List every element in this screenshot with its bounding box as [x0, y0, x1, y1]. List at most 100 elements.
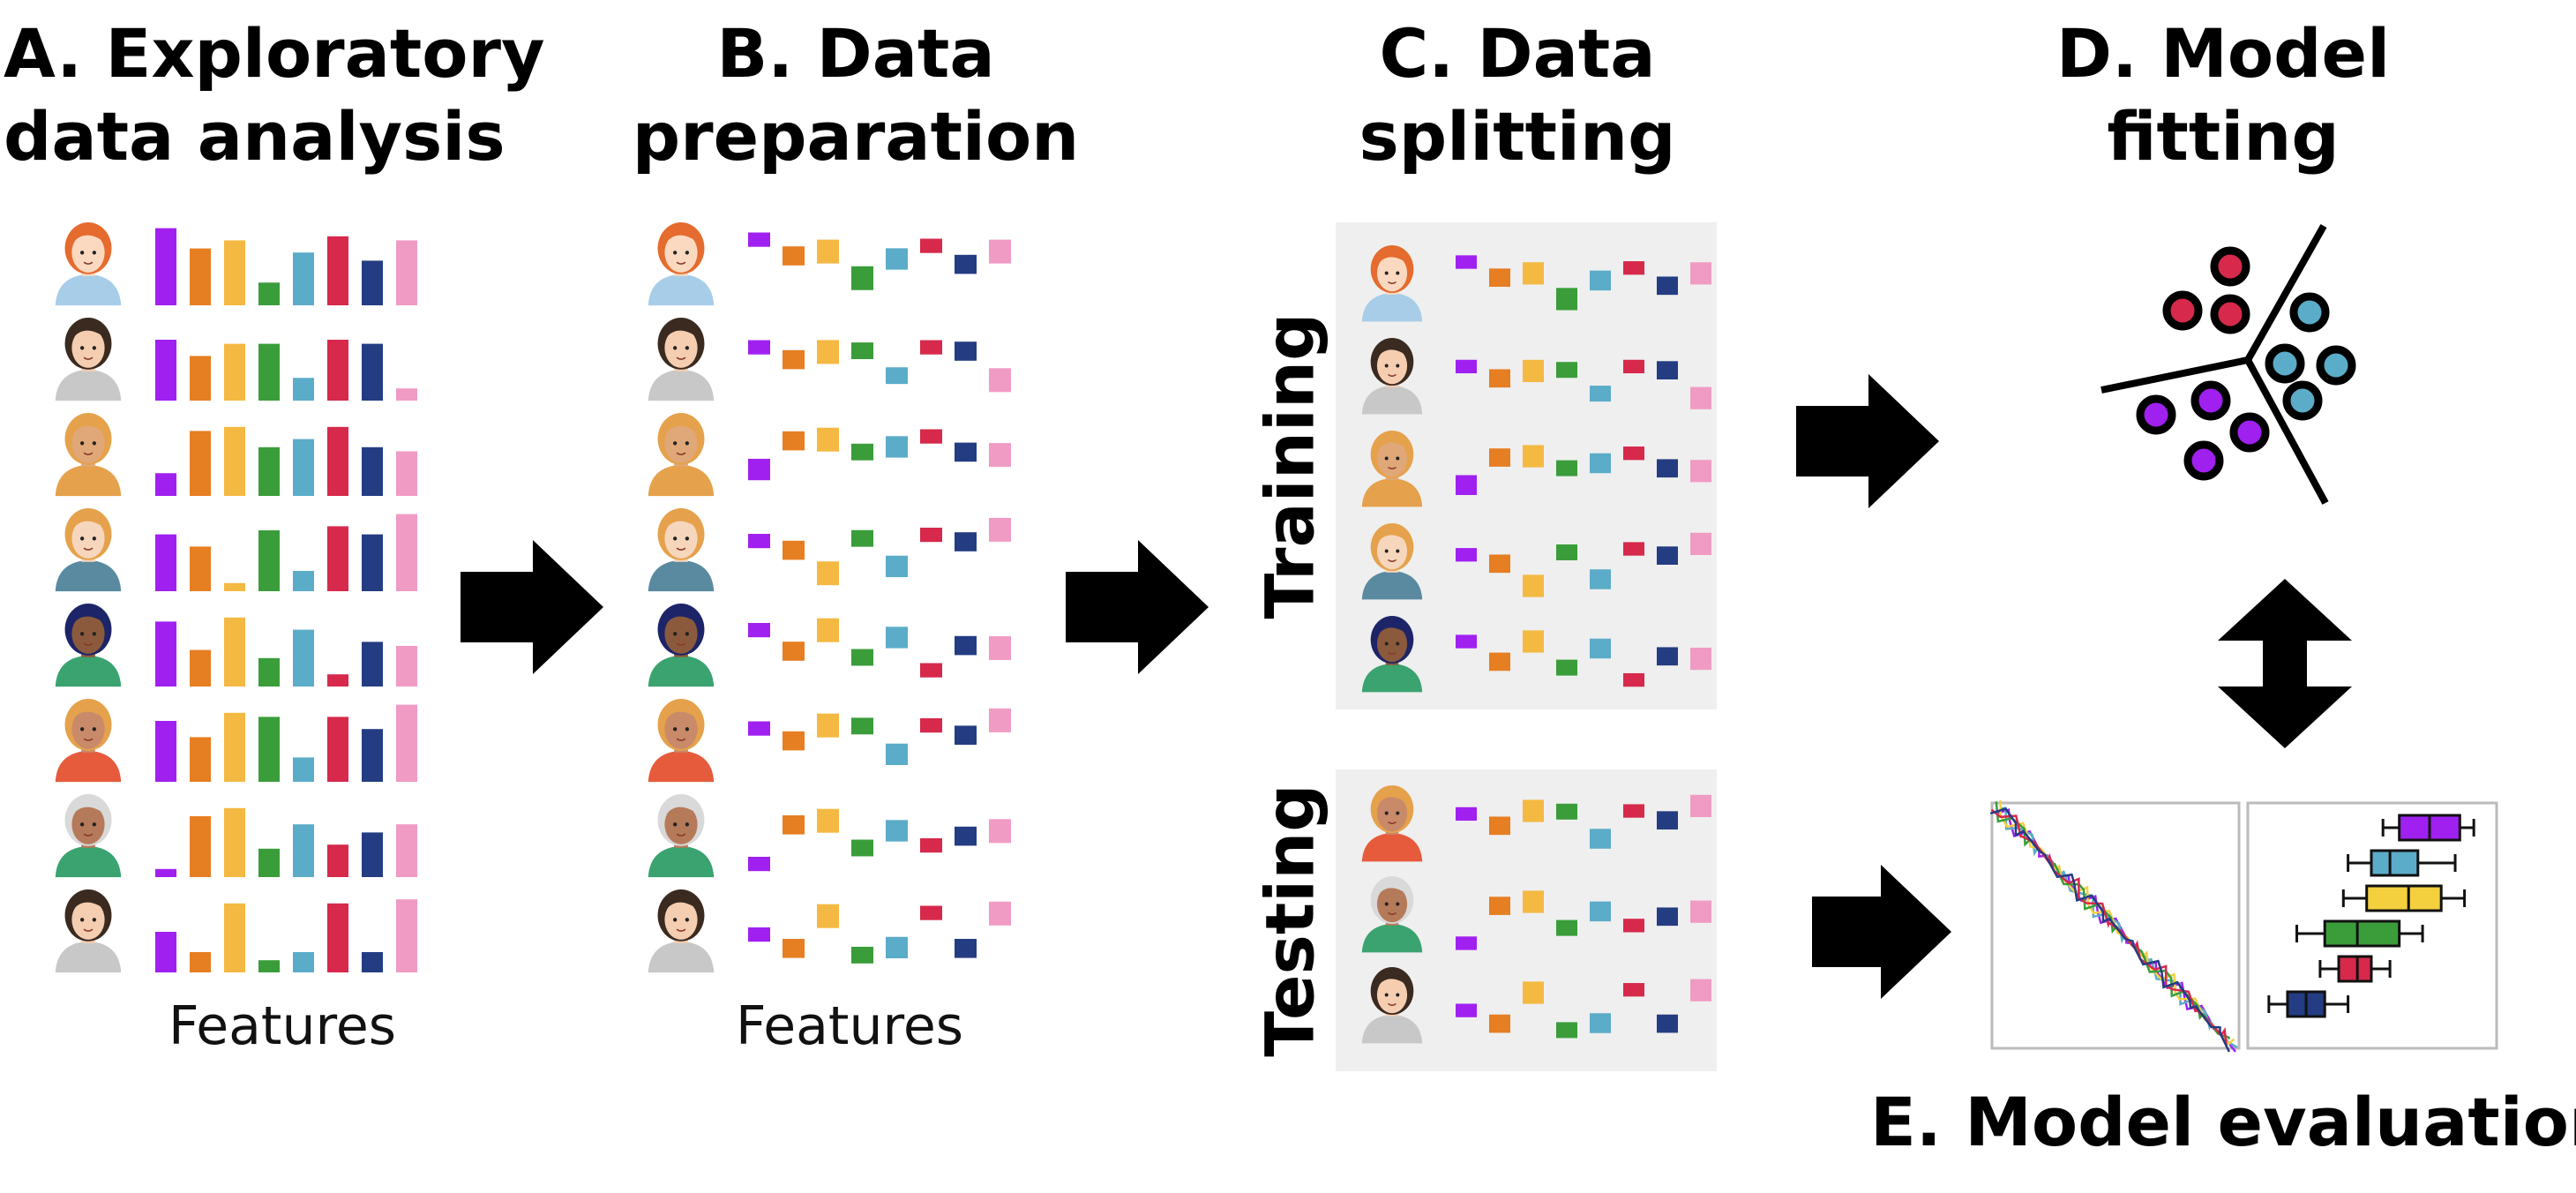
face-shape [1376, 885, 1408, 923]
eye-dot [1396, 902, 1400, 906]
eye-dot [79, 727, 85, 732]
face-shape [1376, 625, 1408, 663]
data-point-circle [2210, 294, 2250, 334]
standardized-feature-square [1623, 261, 1644, 275]
standardized-feature-square [1523, 799, 1544, 822]
person-avatar-dark-curly-man [55, 318, 122, 401]
fringe-shape [663, 511, 700, 533]
standardized-feature-square [1456, 255, 1477, 269]
fringe-shape [1375, 433, 1409, 454]
mouth-line [1388, 912, 1397, 915]
standardized-feature-square [783, 642, 805, 661]
fringe-shape [1375, 526, 1409, 546]
standardized-feature-square [1657, 276, 1678, 296]
standardized-feature-square [1657, 907, 1678, 927]
feature-bar [190, 816, 211, 877]
feature-bar [293, 252, 314, 305]
fringe-shape [663, 416, 700, 438]
face-shape [71, 518, 105, 559]
fringe-shape [663, 320, 700, 342]
mouth-line [83, 928, 94, 932]
mouth-line [83, 452, 94, 455]
standardized-feature-square [886, 436, 908, 458]
standardized-feature-square [989, 819, 1011, 844]
standardized-feature-square [1690, 794, 1711, 817]
face-shape [1376, 347, 1408, 385]
feature-bar [190, 649, 211, 687]
mouth-line [1388, 559, 1397, 562]
standardized-feature-square [1556, 919, 1577, 936]
shirt-shape [55, 559, 122, 592]
standardized-feature-square [1590, 901, 1611, 922]
standardized-feature-square [955, 826, 977, 846]
standardized-feature-square [1556, 1022, 1577, 1039]
fringe-shape [1375, 970, 1409, 990]
eye-dot [672, 346, 678, 350]
standardized-feature-square [783, 349, 805, 370]
feature-bar [258, 960, 280, 972]
standardized-feature-square [1590, 569, 1611, 589]
standardized-feature-square [886, 367, 908, 385]
eye-dot [79, 441, 85, 446]
data-point-circle [2210, 246, 2250, 287]
shirt-shape [648, 274, 715, 306]
standardized-feature-square [1590, 386, 1611, 402]
standardized-feature-square [851, 342, 873, 359]
eye-dot [685, 727, 690, 732]
standardized-feature-square [1456, 475, 1477, 495]
mouth-line [83, 738, 94, 741]
standardized-feature-square [1690, 460, 1711, 483]
standardized-feature-square [1690, 979, 1711, 1002]
arrow-eda-to-preparation [461, 540, 603, 674]
standardized-feature-square [748, 721, 770, 736]
standardized-feature-square [920, 905, 942, 920]
feature-bar [327, 717, 348, 782]
eye-dot [1384, 993, 1389, 997]
mouth-line [676, 928, 686, 932]
feature-bar [327, 844, 348, 877]
eda-rows [55, 222, 417, 973]
title-line: fitting [2107, 97, 2340, 176]
eye-dot [672, 918, 678, 922]
standardized-feature-square [748, 857, 770, 872]
standardized-feature-square [1489, 268, 1510, 287]
shirt-shape [648, 464, 715, 497]
standardized-feature-square [989, 517, 1011, 542]
title-line: D. Model [2056, 14, 2391, 93]
standardized-feature-square [1690, 386, 1711, 409]
title-line: A. Exploratory [4, 14, 545, 93]
eye-dot [685, 918, 690, 922]
mouth-line [1388, 1002, 1397, 1006]
standardized-feature-square [783, 815, 805, 835]
standardized-feature-square [1590, 638, 1611, 659]
data-point-circle [2316, 345, 2356, 386]
standardized-feature-square [817, 618, 839, 642]
data-point-circle [2282, 380, 2323, 421]
fringe-shape [663, 892, 700, 914]
standardized-feature-square [886, 248, 908, 270]
eye-dot [1384, 456, 1389, 461]
preparation-rows [648, 222, 1011, 973]
feature-bar [155, 340, 176, 401]
testing-rows [1361, 785, 1711, 1044]
eye-dot [1396, 271, 1400, 275]
shirt-shape [1361, 924, 1423, 953]
shirt-shape [648, 845, 715, 878]
standardized-feature-square [748, 534, 770, 549]
standardized-feature-square [1657, 361, 1678, 379]
features-caption-preparation: Features [736, 995, 963, 1057]
person-avatar-curly-woman [55, 699, 122, 783]
feature-bar [327, 236, 348, 305]
person-avatar-bearded-man [648, 794, 715, 878]
feature-bar [190, 737, 211, 782]
standardized-feature-square [1523, 359, 1544, 382]
boxplot-box [2365, 884, 2443, 912]
person-avatar-hijab-woman [55, 508, 122, 592]
face-shape [71, 804, 105, 844]
feature-bar [327, 340, 348, 401]
person-avatar-bearded-man [55, 794, 122, 878]
shirt-shape [648, 655, 715, 687]
mouth-line [1388, 373, 1397, 377]
standardized-feature-square [1657, 546, 1678, 565]
fringe-shape [1375, 879, 1409, 899]
